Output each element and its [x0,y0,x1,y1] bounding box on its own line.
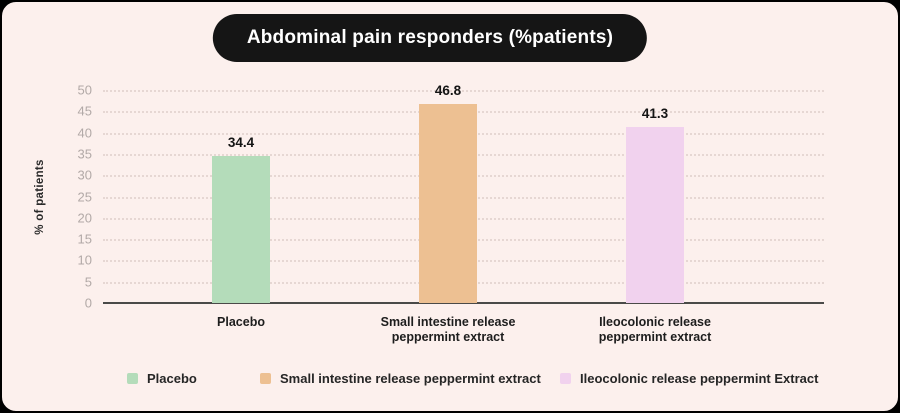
y-axis-tick-labels: 0 5 10 15 20 25 30 35 40 45 50 [36,83,92,311]
y-tick-label: 30 [77,167,92,183]
x-category-label: Small intestine release peppermint extra… [380,315,516,344]
y-tick-label: 10 [77,252,92,268]
bar-value-label: 46.8 [434,82,462,98]
y-tick-label: 5 [84,274,92,290]
bar [419,103,477,303]
y-tick-label: 45 [77,103,92,119]
legend-label: Ileocolonic release peppermint Extract [580,371,819,386]
y-tick-label: 35 [77,146,92,162]
legend-item: Small intestine release peppermint extra… [260,371,541,386]
x-axis-category-labels: Placebo Small intestine release peppermin… [103,315,824,355]
x-axis-line [103,302,824,304]
plot-area: 34.4 46.8 41.3 [103,83,824,304]
bar [626,127,684,303]
y-tick-label: 20 [77,210,92,226]
x-category-label: Placebo [217,315,265,329]
y-tick-label: 40 [77,125,92,141]
bar [212,156,270,303]
x-category-label: Ileocolonic release peppermint extract [598,315,712,344]
legend-item: Placebo [127,371,197,386]
legend-label: Small intestine release peppermint extra… [280,371,541,386]
legend-swatch [260,373,271,384]
legend-label: Placebo [147,371,197,386]
legend-item: Ileocolonic release peppermint Extract [560,371,818,386]
gridline [103,90,824,92]
bar-value-label: 41.3 [641,106,669,122]
y-tick-label: 15 [77,231,92,247]
legend-swatch [127,373,138,384]
bar-value-label: 34.4 [227,135,255,151]
legend-swatch [560,373,571,384]
chart-title-pill: Abdominal pain responders (%patients) [212,14,648,62]
chart-title: Abdominal pain responders (%patients) [246,27,614,48]
y-tick-label: 0 [84,295,92,311]
y-tick-label: 25 [77,189,92,204]
legend: Placebo Small intestine release peppermin… [0,371,900,391]
y-tick-label: 50 [77,82,92,98]
